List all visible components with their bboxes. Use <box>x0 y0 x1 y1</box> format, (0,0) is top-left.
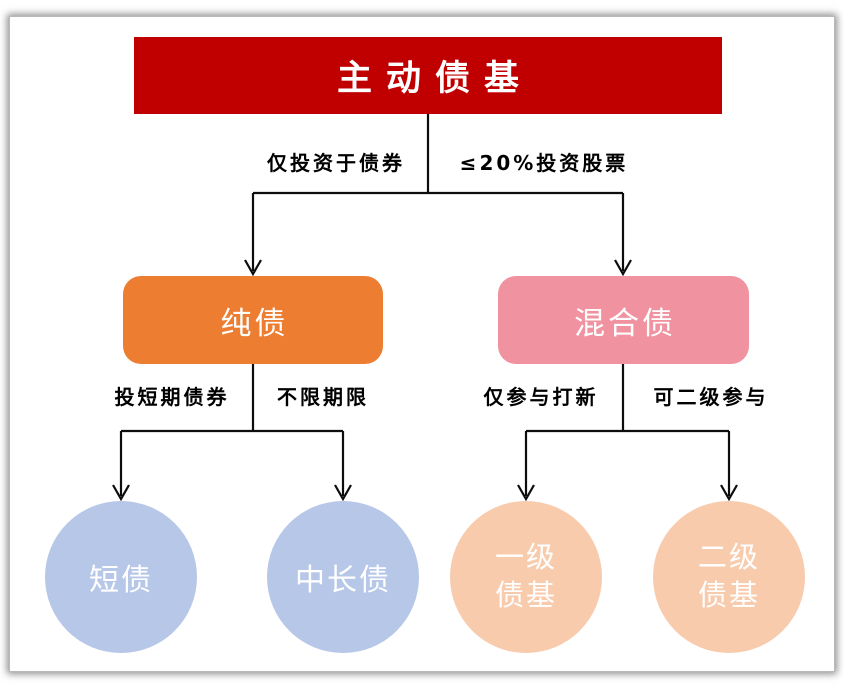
leaf-node-short-bond: 短债 <box>45 501 197 653</box>
arrow-to-secondary-head <box>720 484 738 502</box>
branch-node-mixed-bond: 混合债 <box>498 276 749 364</box>
leaf-node-mid-long-bond: 中长债 <box>267 501 419 653</box>
leaf-label: 短债 <box>89 563 153 598</box>
leaf-label-line2: 债基 <box>697 578 760 612</box>
edge-label-max20pct-stocks: ≤20%投资股票 <box>459 151 629 175</box>
leaf-node-secondary-bond-fund: 二级 债基 <box>653 501 805 653</box>
branch-node-pure-bond: 纯债 <box>123 276 383 364</box>
root-node-active-bond-fund: 主动债基 <box>134 37 722 114</box>
arrow-to-midlong-head <box>334 484 352 502</box>
arrow-to-primary-head <box>517 484 535 502</box>
slide-canvas: 主动债基 仅投资于债券 ≤20%投资股票 纯债 混合债 投短期债券 不限期限 仅… <box>9 16 835 672</box>
arrow-to-short-head <box>112 484 130 502</box>
leaf-label-line1: 一级 <box>494 540 557 575</box>
leaf-label: 中长债 <box>295 563 391 598</box>
edge-label-ipo-only: 仅参与打新 <box>483 385 599 409</box>
arrow-to-pure-head <box>244 259 262 277</box>
leaf-node-primary-bond-fund: 一级 债基 <box>450 501 602 653</box>
edge-label-secondary-market: 可二级参与 <box>653 385 769 409</box>
edge-label-short-term-bonds: 投短期债券 <box>114 385 230 409</box>
edge-label-bonds-only: 仅投资于债券 <box>267 151 405 175</box>
edge-label-no-term-limit: 不限期限 <box>277 385 369 409</box>
leaf-label-line1: 二级 <box>697 540 760 575</box>
arrow-to-mixed-head <box>614 259 632 277</box>
leaf-label-line2: 债基 <box>494 578 557 612</box>
